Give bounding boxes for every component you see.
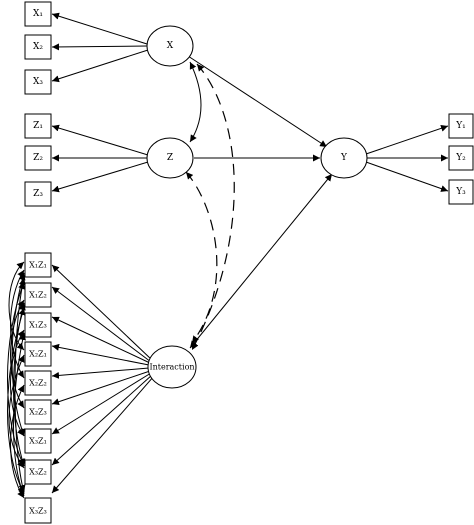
path-int-x1z3: [51, 316, 151, 364]
indicator-z3: Z₃: [24, 181, 52, 207]
indicator-x3z3: X₃Z₃: [24, 497, 52, 524]
path-int-x2z2: [51, 367, 150, 379]
path-int-x1z1: [51, 264, 153, 361]
indicator-x3z1-label: X₃Z₁: [29, 437, 47, 446]
residual-covariances: [7, 261, 26, 499]
indicator-x2z2: X₂Z₂: [24, 370, 52, 396]
cov-x-interaction: [191, 63, 235, 351]
path-x-x1: [51, 12, 148, 45]
indicator-z1: Z₁: [24, 113, 52, 139]
indicator-x1z3: X₁Z₃: [24, 312, 52, 338]
indicator-y1: Y₁: [448, 113, 474, 139]
indicator-x1z1-label: X₁Z₁: [29, 261, 47, 270]
path-int-x2z3: [51, 370, 151, 406]
cov-x-z: [189, 61, 202, 143]
indicator-z3-label: Z₃: [33, 189, 43, 199]
latent-interaction-label: Interaction: [149, 363, 194, 372]
indicator-x3z2-label: X₃Z₂: [29, 468, 47, 477]
path-x-x2: [51, 43, 148, 51]
indicator-x2z1-label: X₂Z₁: [29, 350, 47, 359]
latent-y: Y: [320, 137, 368, 179]
indicator-x3: X₃: [24, 69, 52, 95]
indicator-x1z2: X₁Z₂: [24, 282, 52, 308]
latent-interaction: Interaction: [147, 345, 197, 389]
indicator-z2: Z₂: [24, 145, 52, 171]
indicator-x1z1: X₁Z₁: [24, 252, 52, 278]
indicator-y2-label: Y₂: [455, 153, 466, 163]
path-int-x2z1: [51, 343, 150, 366]
indicator-x1: X₁: [24, 1, 52, 27]
path-y-y3: [365, 161, 449, 192]
indicator-x2z1: X₂Z₁: [24, 341, 52, 367]
indicator-y2: Y₂: [448, 145, 474, 171]
path-x-y: [187, 55, 328, 148]
path-z-z1: [51, 124, 149, 156]
indicator-y3-label: Y₃: [455, 187, 466, 197]
edges: [7, 12, 449, 499]
indicator-x2z3: X₂Z₃: [24, 399, 52, 425]
cov-z-interaction: [185, 171, 218, 344]
indicator-x3z1: X₃Z₁: [24, 428, 52, 454]
indicator-x2: X₂: [24, 34, 52, 60]
path-z-z3: [51, 161, 149, 193]
indicator-x2z2-label: X₂Z₂: [29, 379, 47, 388]
indicator-z1-label: Z₁: [33, 121, 43, 131]
indicator-x3-label: X₃: [33, 77, 43, 87]
path-int-x1z2: [51, 286, 152, 363]
indicator-x3z2: X₃Z₂: [24, 459, 52, 485]
path-x-x3: [51, 49, 149, 83]
indicator-y1-label: Y₁: [455, 121, 466, 131]
indicator-x1z2-label: X₁Z₂: [29, 291, 47, 300]
indicator-x3z3-label: X₃Z₃: [29, 507, 47, 516]
indicator-y3: Y₃: [448, 179, 474, 205]
latent-z-label: Z: [167, 153, 173, 163]
latent-x-label: X: [167, 41, 174, 51]
path-int-x3z1: [51, 372, 152, 435]
path-int-x3z3: [51, 375, 155, 494]
path-y-y1: [365, 124, 449, 155]
path-int-x3z2: [51, 374, 153, 466]
indicator-x1-label: X₁: [33, 9, 43, 19]
latent-z: Z: [146, 137, 194, 179]
path-interaction-y: [189, 173, 333, 349]
latent-x: X: [146, 25, 194, 67]
indicator-x2z3-label: X₂Z₃: [29, 408, 47, 417]
indicator-z2-label: Z₂: [33, 153, 43, 163]
indicator-x1z3-label: X₁Z₃: [29, 321, 47, 330]
indicator-x2-label: X₂: [33, 42, 43, 52]
latent-y-label: Y: [340, 153, 348, 163]
